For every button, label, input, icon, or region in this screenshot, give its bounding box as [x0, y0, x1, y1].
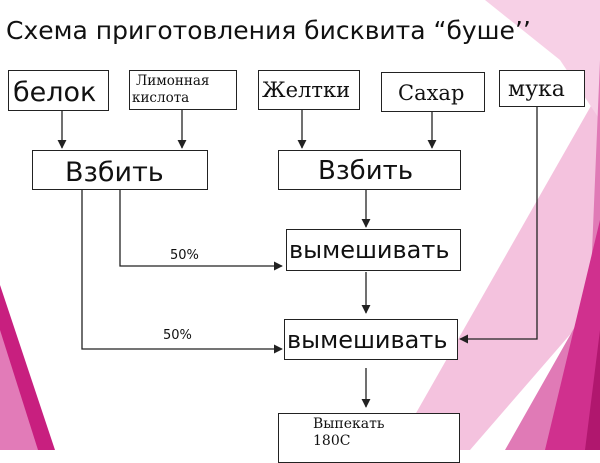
- node-vymeshivat-1-label: вымешивать: [289, 236, 450, 264]
- edge-label-50-lower: 50%: [163, 328, 192, 343]
- node-zheltki: Желтки: [258, 70, 360, 110]
- bg-stripe-light: [395, 90, 600, 450]
- node-sahar-label: Сахар: [398, 81, 465, 105]
- node-vypekat: Выпекать 180С: [278, 413, 460, 463]
- edge-label-50-upper: 50%: [170, 248, 199, 263]
- node-vzbit-left: Взбить: [32, 150, 208, 190]
- node-vypekat-line2: 180С: [313, 432, 351, 449]
- node-limon-line1: Лимонная: [136, 73, 210, 89]
- arrow-muka-to-vymeshivat-2: [459, 106, 538, 344]
- node-vzbit-left-label: Взбить: [65, 157, 164, 188]
- decorative-background: [0, 0, 600, 450]
- node-vymeshivat-2: вымешивать: [284, 319, 458, 360]
- bg-wedge-left-light: [0, 330, 38, 450]
- arrow-vzbit-left-50-upper: [119, 189, 283, 271]
- node-vzbit-right: Взбить: [278, 150, 461, 190]
- node-vypekat-line1: Выпекать: [313, 416, 385, 432]
- node-muka-label: мука: [508, 77, 565, 102]
- node-muka: мука: [499, 70, 585, 107]
- connector-layer: [57, 106, 538, 408]
- diagram-title: Схема приготовления бисквита “буше’’: [6, 16, 531, 45]
- node-limonnaya-kislota: Лимонная кислота: [129, 70, 237, 110]
- node-vymeshivat-1: вымешивать: [286, 229, 461, 271]
- node-zheltki-label: Желтки: [262, 78, 351, 102]
- node-vzbit-right-label: Взбить: [318, 156, 414, 186]
- node-sahar: Сахар: [381, 72, 485, 112]
- node-belok: белок: [8, 70, 109, 111]
- bg-band-dark: [585, 330, 600, 450]
- bg-band-magenta: [545, 220, 600, 450]
- node-vymeshivat-2-label: вымешивать: [287, 326, 448, 354]
- arrow-vzbit-left-50-lower: [81, 189, 283, 354]
- node-limon-line2: кислота: [132, 89, 190, 106]
- bg-stripe-mid: [485, 0, 600, 120]
- node-belok-label: белок: [13, 77, 97, 108]
